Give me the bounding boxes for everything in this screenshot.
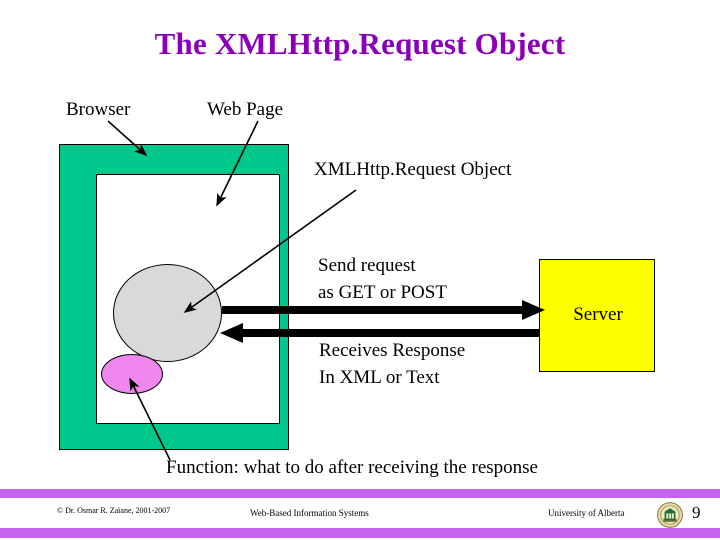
xmlhttprequest-object-label: XMLHttp.Request Object bbox=[314, 159, 512, 180]
footer-course-title: Web-Based Information Systems bbox=[250, 508, 369, 518]
footer-rule-bottom bbox=[0, 528, 720, 538]
send-request-line-1: Send request bbox=[318, 255, 416, 276]
xmlhttprequest-object-shape bbox=[113, 264, 222, 362]
server-label: Server bbox=[573, 304, 623, 325]
receives-response-label: Receives Response In XML or Text bbox=[319, 338, 465, 392]
receives-response-line-1: Receives Response bbox=[319, 340, 466, 361]
footer-copyright: © Dr. Osmar R. Zaïane, 2001-2007 bbox=[57, 506, 171, 515]
server-box-shape: Server bbox=[539, 259, 655, 372]
function-description-label: Function: what to do after receiving the… bbox=[166, 457, 538, 478]
receives-response-line-2: In XML or Text bbox=[319, 366, 440, 388]
web-page-label: Web Page bbox=[207, 99, 284, 120]
university-crest-icon bbox=[657, 502, 683, 528]
callback-function-shape bbox=[101, 354, 163, 394]
page-title: The XMLHttp.Request Object bbox=[154, 26, 566, 61]
footer-university: University of Alberta bbox=[548, 508, 625, 518]
footer-rule-top bbox=[0, 489, 720, 498]
send-request-line-2: as GET or POST bbox=[318, 281, 447, 303]
browser-label: Browser bbox=[66, 99, 131, 120]
footer-band bbox=[0, 498, 720, 528]
page-number: 9 bbox=[692, 503, 701, 522]
send-request-label: Send request as GET or POST bbox=[318, 253, 447, 307]
